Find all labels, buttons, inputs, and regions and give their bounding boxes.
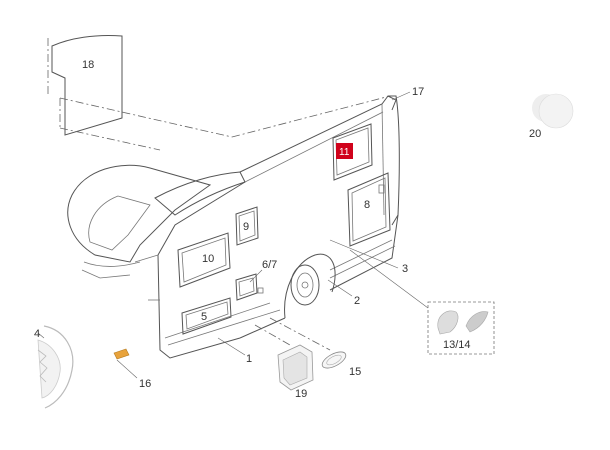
highlight-badge xyxy=(336,143,353,159)
label-15: 15 xyxy=(349,366,361,378)
part-16[interactable]: 16 xyxy=(113,348,151,390)
label-2: 2 xyxy=(354,295,360,307)
label-4: 4 xyxy=(34,328,40,340)
door-8[interactable]: 8 xyxy=(347,172,391,247)
panel-18[interactable]: 18 xyxy=(47,35,123,136)
service-door-6-7[interactable]: 6/7 xyxy=(235,259,277,301)
label-18: 18 xyxy=(82,59,94,71)
label-1: 1 xyxy=(246,353,252,365)
part-15[interactable]: 15 xyxy=(320,349,362,378)
label-6-7: 6/7 xyxy=(262,259,277,271)
label-10: 10 xyxy=(202,253,214,265)
wheel xyxy=(284,253,336,319)
window-10[interactable]: 10 xyxy=(177,232,231,288)
label-16: 16 xyxy=(139,378,151,390)
label-17: 17 xyxy=(412,86,424,98)
label-5: 5 xyxy=(201,311,207,323)
part-4[interactable]: 4 xyxy=(34,325,74,409)
part-19[interactable]: 19 xyxy=(277,344,314,400)
part-20[interactable]: 20 xyxy=(529,93,574,140)
label-13-14: 13/14 xyxy=(443,339,471,351)
leader-lines xyxy=(37,91,429,379)
hatch-5[interactable]: 5 xyxy=(181,297,232,335)
label-20: 20 xyxy=(529,128,541,140)
label-11: 11 xyxy=(339,147,350,158)
construction-lines xyxy=(59,95,391,151)
part-13-14[interactable]: 13/14 xyxy=(427,301,495,355)
label-9: 9 xyxy=(243,221,249,233)
label-8: 8 xyxy=(364,199,370,211)
window-9[interactable]: 9 xyxy=(235,206,259,246)
window-11[interactable]: 11 xyxy=(332,123,373,181)
label-19: 19 xyxy=(295,388,307,400)
label-3: 3 xyxy=(402,263,408,275)
